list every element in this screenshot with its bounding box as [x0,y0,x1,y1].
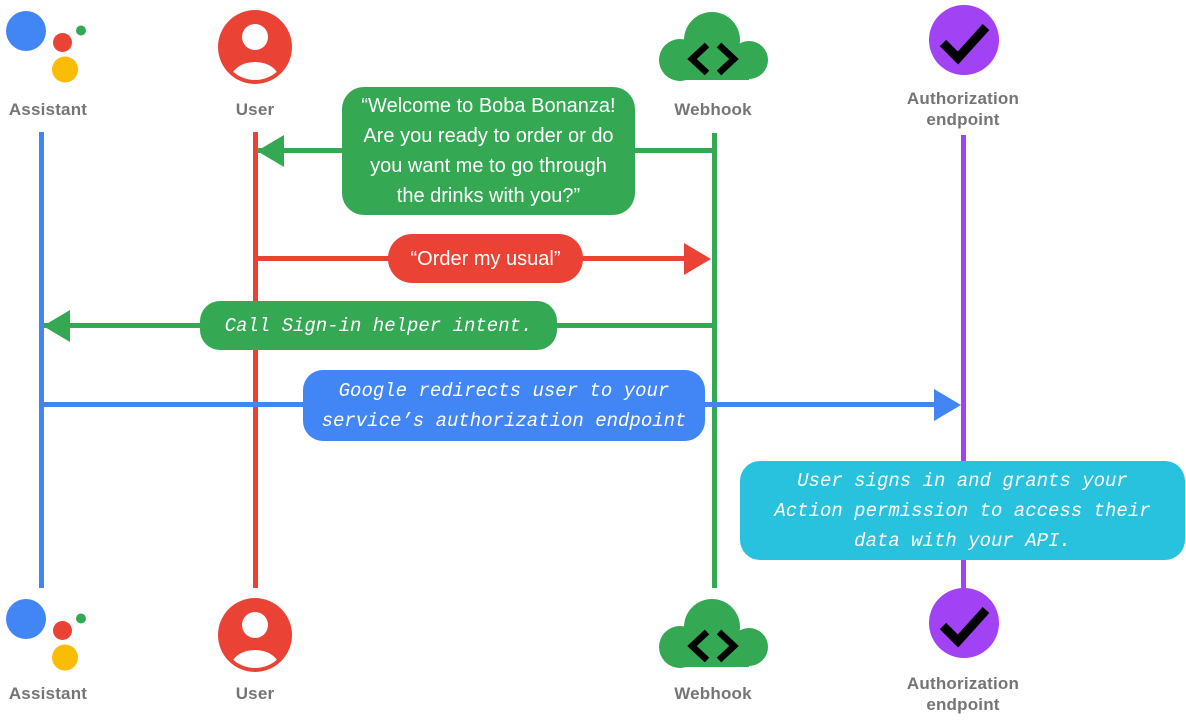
lane-label-assistant-top: Assistant [8,100,88,119]
authorization-endpoint-lifeline [961,135,966,588]
lane-label-webhook-top: Webhook [674,100,752,119]
webhook-cloud-code-icon-bottom [656,595,770,676]
user-person-icon-top [218,10,292,89]
message-text-order: “Order my usual” [410,247,561,270]
message-text-redirect: Google redirects user to your service’s … [321,379,687,432]
authorization-check-circle-icon-bottom [928,587,1000,664]
note-bubble-user-signs-in: User signs in and grants your Action per… [740,461,1185,560]
lane-label-assistant-bottom: Assistant [8,684,88,703]
google-assistant-logo-icon-bottom [2,596,92,679]
user-person-icon-bottom [218,598,292,677]
message-bubble-welcome: “Welcome to Boba Bonanza! Are you ready … [342,87,635,215]
lane-label-authorization-endpoint-top: Authorization endpoint [906,89,1020,129]
message-text-signin-helper: Call Sign-in helper intent. [224,314,533,337]
message-bubble-redirect: Google redirects user to your service’s … [303,370,705,441]
webhook-cloud-code-icon-top [656,8,770,89]
arrowhead-left-icon [43,310,70,342]
arrowhead-right-icon [934,389,961,421]
message-bubble-order: “Order my usual” [388,234,583,283]
note-text-user-signs-in: User signs in and grants your Action per… [774,469,1151,552]
arrowhead-right-icon [684,243,711,275]
lane-label-user-top: User [235,100,275,119]
authorization-check-circle-icon-top [928,4,1000,81]
lane-label-authorization-endpoint-bottom: Authorization endpoint [906,674,1020,714]
assistant-lifeline [39,132,44,588]
webhook-lifeline [712,133,717,588]
lane-label-user-bottom: User [235,684,275,703]
message-bubble-signin-helper: Call Sign-in helper intent. [200,301,557,350]
lane-label-webhook-bottom: Webhook [674,684,752,703]
message-text-welcome: “Welcome to Boba Bonanza! Are you ready … [361,95,616,207]
arrowhead-left-icon [257,135,284,167]
google-assistant-logo-icon-top [2,8,92,91]
user-lifeline [253,132,258,588]
